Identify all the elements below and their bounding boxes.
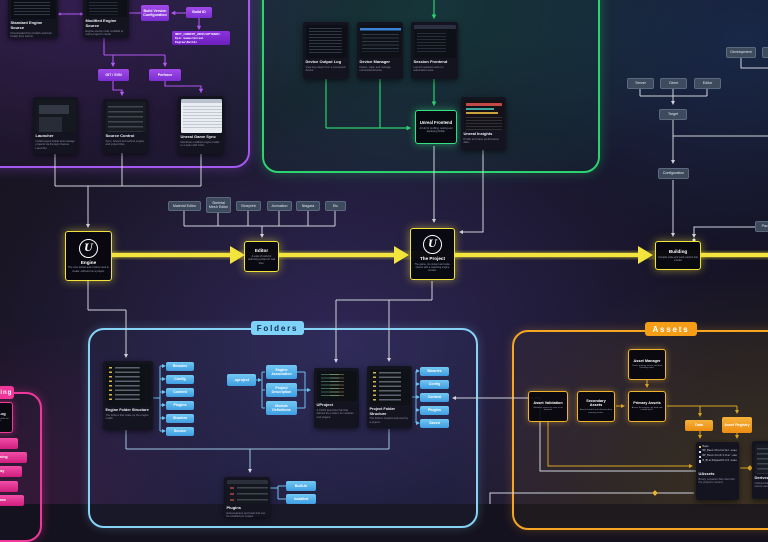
configuration-chip: Configuration bbox=[658, 168, 689, 179]
project-folder-plugins-chip: Plugins bbox=[420, 406, 449, 415]
launcher-thumbnail bbox=[36, 100, 76, 132]
card-title: Modified Engine Source bbox=[86, 19, 127, 29]
code-thumbnail bbox=[11, 0, 56, 19]
secondary-assets-node: Secondary Assets Assets loaded and refer… bbox=[577, 391, 615, 422]
editor-node: Editor A suite of tools for authoring co… bbox=[244, 241, 279, 272]
engine-folder-binaries-chip: Binaries bbox=[166, 362, 194, 371]
logging-badge: Logging bbox=[0, 386, 14, 399]
git-svn-chip: GIT / SVN bbox=[98, 69, 129, 81]
folders-badge: Folders bbox=[251, 321, 304, 335]
project-folder-structure-card: Project Folder Structure The folders cre… bbox=[367, 366, 412, 428]
animation-chip: Animation bbox=[267, 201, 292, 211]
source-control-thumbnail bbox=[106, 102, 146, 132]
data-chip: Data bbox=[685, 420, 713, 431]
server-chip: Server bbox=[627, 78, 654, 89]
asset-icon bbox=[699, 456, 702, 459]
project-folder-saved-chip: Saved bbox=[420, 419, 449, 428]
device-manager-card: Device Manager Detect, claim and manage … bbox=[357, 22, 403, 79]
source-control-card: Source Control Sync, branch and submit e… bbox=[103, 99, 148, 153]
device-manager-thumbnail bbox=[360, 25, 401, 58]
unreal-logo-icon: U bbox=[79, 239, 98, 258]
target-chip: Target bbox=[659, 109, 687, 120]
project-folder-content-chip: Content bbox=[420, 393, 449, 402]
folder-tree-thumbnail bbox=[370, 369, 410, 405]
log-fatal-chip: Fatal bbox=[0, 438, 18, 449]
module-definitions-chip: Module Definitions bbox=[266, 401, 297, 415]
project-folder-config-chip: Config bbox=[420, 380, 449, 389]
build-version-configuration-chip: Build Version Configuration bbox=[141, 5, 169, 21]
editor-thumbnail bbox=[86, 0, 127, 17]
engine-folder-config-chip: Config bbox=[166, 375, 194, 384]
uasset-file-list: Maps BP_BasicCharacter.uasset BP_MusicCo… bbox=[699, 445, 737, 465]
log-log-chip: Log bbox=[0, 481, 18, 492]
material-editor-chip: Material Editor bbox=[168, 201, 201, 211]
skeletal-mesh-editor-chip: Skeletal Mesh Editor bbox=[206, 197, 231, 213]
plugins-card: Plugins Extra features and tools that ca… bbox=[224, 477, 270, 517]
ddc-thumbnail bbox=[755, 444, 768, 474]
asset-validation-node: Asset Validation Validates assets on sav… bbox=[528, 391, 568, 422]
engine-folder-source-chip: Source bbox=[166, 427, 194, 436]
packaging-chip: Packaging bbox=[755, 221, 768, 232]
engine-folder-structure-card: Engine Folder Structure The folders that… bbox=[103, 361, 153, 430]
log-verbose-chip: Verbose bbox=[0, 495, 24, 506]
asset-manager-node: Asset Manager Tracks primary assets and … bbox=[628, 349, 666, 380]
device-output-log-card: Device Output Log View log output from a… bbox=[303, 22, 349, 79]
standard-engine-source-card: Standard Engine Source Downloaded from G… bbox=[8, 0, 58, 38]
perforce-chip: Perforce bbox=[149, 69, 181, 81]
build-id-chip: Build ID bbox=[186, 7, 212, 18]
card-desc: Downloaded from GitHub and built locally… bbox=[11, 32, 56, 39]
ugs-thumbnail bbox=[181, 99, 222, 133]
log-warning-chip: Warning bbox=[0, 452, 27, 463]
asset-icon bbox=[699, 451, 702, 454]
project-description-chip: Project Description bbox=[266, 383, 297, 397]
installed-plugins-chip: Installed bbox=[286, 494, 316, 504]
launcher-card: Launcher Install engine builds and manag… bbox=[33, 97, 78, 154]
engine-association-chip: Engine Association bbox=[266, 365, 297, 379]
uproject-file-chip: .uproject bbox=[227, 374, 256, 386]
log-thumbnail bbox=[306, 25, 347, 58]
etc-chip: Etc bbox=[325, 201, 346, 211]
unreal-insights-card: Unreal Insights Profile and trace perfor… bbox=[461, 97, 506, 150]
modified-engine-source-card: Modified Engine Source Engine source cod… bbox=[83, 0, 129, 38]
asset-icon bbox=[699, 460, 702, 463]
building-node: Building Compile code and cook content i… bbox=[655, 241, 701, 270]
log-display-chip: Display bbox=[0, 466, 22, 477]
card-desc: Engine source code modified to suit a pr… bbox=[86, 30, 127, 37]
engine-node: U Engine The core toolset and runtime us… bbox=[65, 231, 112, 281]
session-frontend-card: Session Frontend Launch sessions and run… bbox=[411, 22, 458, 79]
asset-registry-chip: Asset Registry bbox=[722, 417, 752, 433]
editor-target-chip: Editor bbox=[694, 78, 721, 89]
project-folder-binaries-chip: Binaries bbox=[420, 367, 449, 376]
card-title: Standard Engine Source bbox=[11, 21, 56, 31]
assets-badge: Assets bbox=[645, 322, 697, 336]
folder-tree-thumbnail bbox=[106, 364, 151, 406]
output-log-node: Output Log Messages printed while the en… bbox=[0, 402, 13, 433]
uproject-card: UProject A JSON descriptor file that def… bbox=[314, 368, 359, 428]
engine-folder-content-chip: Content bbox=[166, 388, 194, 397]
primary-assets-node: Primary Assets Assets the engine can loa… bbox=[628, 391, 666, 422]
client-chip: Client bbox=[660, 78, 687, 89]
unreal-frontend-node: Unreal Frontend A hub for profiling, tes… bbox=[415, 110, 457, 144]
niagara-chip: Niagara bbox=[296, 201, 320, 211]
unreal-logo-icon: U bbox=[423, 235, 442, 254]
json-thumbnail bbox=[317, 371, 357, 401]
engine-folder-shaders-chip: Shaders bbox=[166, 414, 194, 423]
derived-data-card: Derived Data Cached data built from sour… bbox=[752, 441, 768, 499]
registry-path-box: HKEY_CURRENT_USER\SOFTWARE\ Epic Games\U… bbox=[172, 31, 230, 45]
session-frontend-thumbnail bbox=[414, 25, 456, 58]
builtin-plugins-chip: Built-In bbox=[286, 481, 316, 491]
blueprint-chip: Blueprint bbox=[236, 201, 261, 211]
unreal-game-sync-card: Unreal Game Sync Distribute modified eng… bbox=[178, 96, 224, 154]
development-chip: Development bbox=[726, 47, 756, 58]
insights-thumbnail bbox=[464, 100, 504, 130]
shipping-chip: Shipping bbox=[762, 47, 768, 58]
plugins-thumbnail bbox=[227, 480, 268, 504]
uassets-card: Maps BP_BasicCharacter.uasset BP_MusicCo… bbox=[696, 442, 739, 500]
folder-icon bbox=[699, 446, 702, 449]
the-project-node: U The Project The game, its content and … bbox=[410, 228, 455, 280]
engine-folder-plugins-chip: Plugins bbox=[166, 401, 194, 410]
